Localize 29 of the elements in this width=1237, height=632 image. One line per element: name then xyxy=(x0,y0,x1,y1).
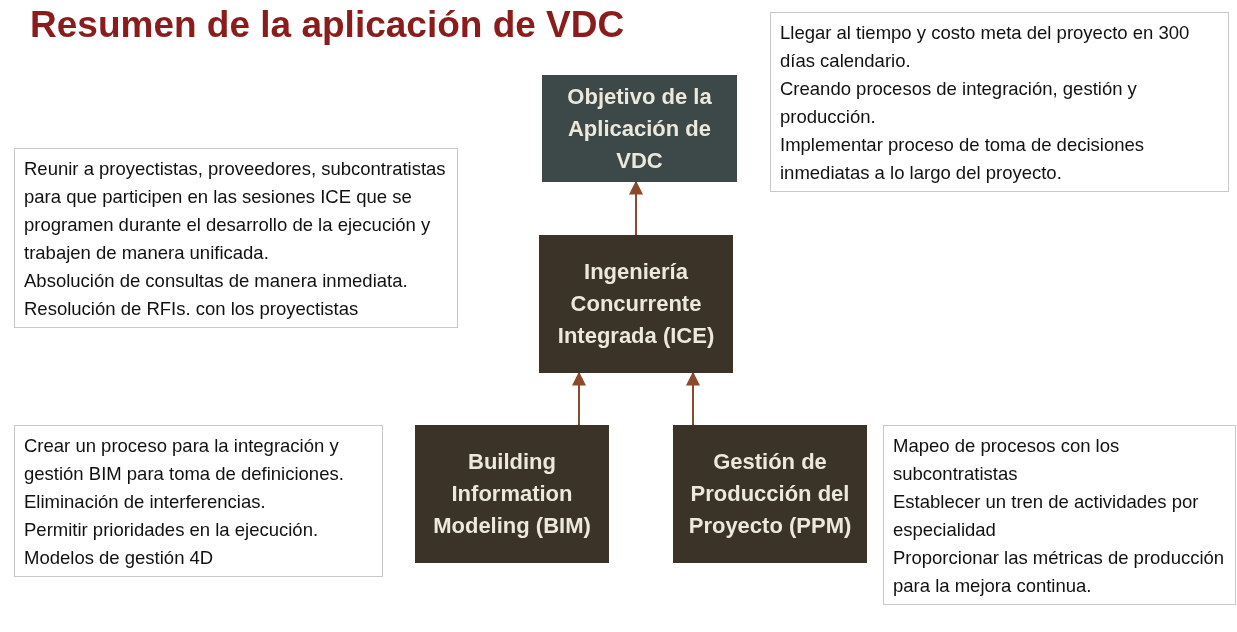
note-text: Establecer un tren de actividades por especialidad xyxy=(893,490,1200,542)
note-text: Modelos de gestión 4D xyxy=(24,546,215,570)
note-text: Resolución de RFIs. con los proyectistas xyxy=(24,297,360,321)
note-text: Implementar proceso de toma de decisiones inmediatas a lo largo del proyecto. xyxy=(780,133,1146,185)
note-text: Llegar al tiempo y costo meta del proyecto en 300 días calendario. xyxy=(780,21,1191,73)
arrow xyxy=(629,180,643,236)
box-title: Ingeniería Concurrente Integrada (ICE) xyxy=(556,258,716,350)
arrow xyxy=(686,371,700,426)
box-title: Gestión de Producción del Proyecto (PPM) xyxy=(687,448,853,540)
title: Resumen de la aplicación de VDC xyxy=(30,4,625,46)
note-text: Eliminación de interferencias. xyxy=(24,490,267,514)
note-text: Permitir prioridades en la ejecución. xyxy=(24,518,320,542)
note-text: Creando procesos de integración, gestión y producción. xyxy=(780,77,1138,129)
note-text: Proporcionar las métricas de producción para la mejora continua. xyxy=(893,546,1226,598)
process-box xyxy=(673,425,867,563)
process-box xyxy=(539,235,733,373)
note-text: Mapeo de procesos con los subcontratistas xyxy=(893,434,1121,486)
process-box xyxy=(415,425,609,563)
process-box xyxy=(542,75,737,182)
note-text: Reunir a proyectistas, proveedores, subcontratistas para que participen en las sesiones ICE que se programen durante el desarrollo de la ejecución y trabajen de manera unificada. xyxy=(24,157,447,265)
arrow xyxy=(572,371,586,426)
note-box xyxy=(14,425,383,577)
note-box xyxy=(883,425,1236,605)
box-title: Building Information Modeling (BIM) xyxy=(432,448,592,540)
note-box xyxy=(14,148,458,328)
box-title: Objetivo de la Aplicación de VDC xyxy=(566,82,713,175)
note-text: Absolución de consultas de manera inmediata. xyxy=(24,269,409,293)
note-text: Crear un proceso para la integración y gestión BIM para toma de definiciones. xyxy=(24,434,345,486)
note-box xyxy=(770,12,1229,192)
